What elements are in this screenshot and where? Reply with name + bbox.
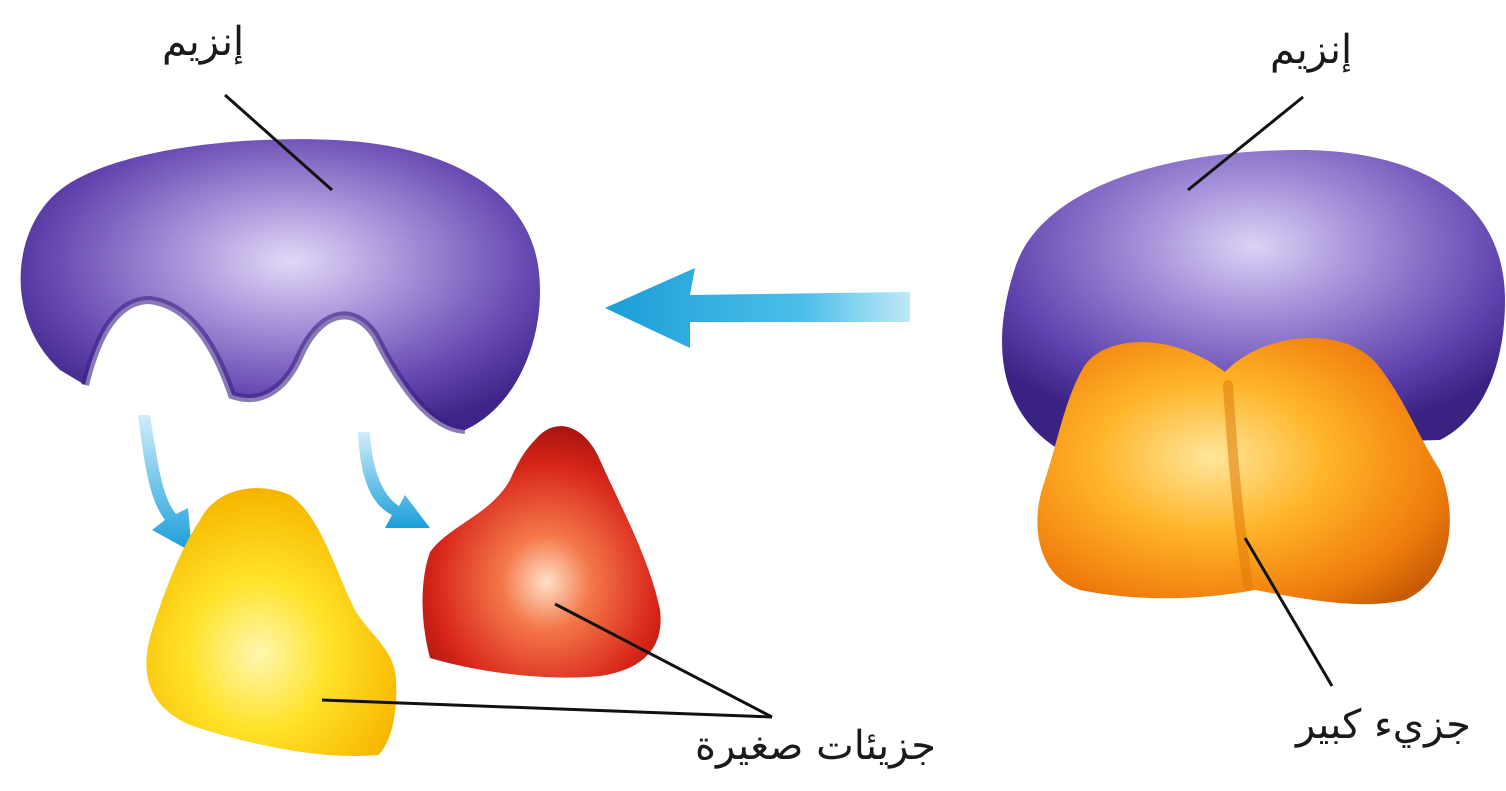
reaction-arrow	[605, 268, 910, 348]
curved-arrow-right	[358, 432, 430, 528]
label-enzyme-right: إنزيم	[1270, 30, 1352, 70]
curved-arrow-left	[138, 415, 192, 552]
label-small-molecules: جزيئات صغيرة	[695, 726, 936, 766]
label-large-molecule: جزيء كبير	[1296, 705, 1471, 745]
label-enzyme-left: إنزيم	[162, 22, 244, 62]
